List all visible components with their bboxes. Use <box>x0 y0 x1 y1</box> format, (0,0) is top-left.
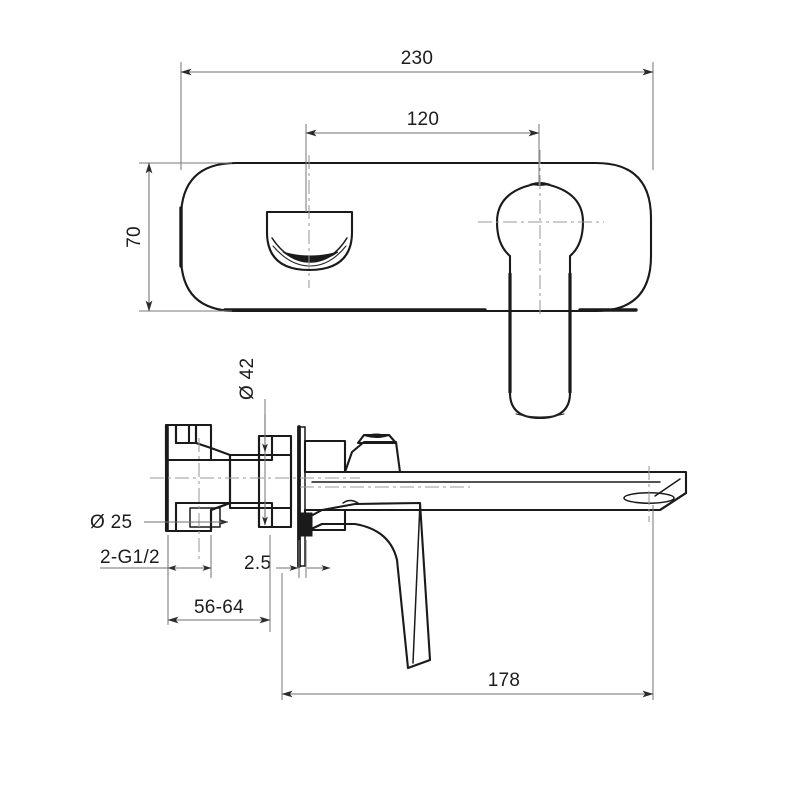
upper-connection-block <box>174 423 198 445</box>
lever-arm-pivot-detail <box>302 516 310 526</box>
lever-arm-side-outline <box>305 501 432 670</box>
aerator-outlet-outline <box>265 210 354 272</box>
dimension-plate-width: 230 <box>180 48 654 170</box>
aerator-outlet-shadow <box>282 251 339 262</box>
cartridge-cap-nub <box>364 433 389 438</box>
sleeve-collar-outline <box>257 434 293 529</box>
dimension-label-5664: 56-64 <box>194 597 244 618</box>
dimension-spout-reach: 178 <box>281 505 654 700</box>
thread-connection-block <box>174 501 232 533</box>
lever-arm-pivot-block <box>298 512 313 537</box>
aerator-outlet-inner <box>271 237 348 263</box>
lever-arm-inner-line <box>412 502 421 664</box>
dimension-label-178: 178 <box>488 670 521 691</box>
lever-handle-bottom-shade <box>515 413 565 418</box>
dimension-label-g12: 2-G1/2 <box>100 547 160 568</box>
dimension-label-230: 230 <box>401 48 434 69</box>
dimension-inlet-diameter: Ø 25 <box>90 512 229 533</box>
front-elevation-view <box>179 150 653 420</box>
mixer-body-upper <box>303 439 347 474</box>
dimension-body-diameter: Ø 42 <box>237 358 268 526</box>
side-section-view <box>150 423 688 670</box>
dimension-plate-height: 70 <box>124 162 232 312</box>
dimension-plate-thickness: 2.5 <box>244 540 331 578</box>
dimension-label-d42: Ø 42 <box>237 358 258 400</box>
cartridge-cap-outline <box>356 433 398 445</box>
sleeve-collar-lower-step <box>257 501 274 529</box>
cartridge-housing-outline <box>343 440 402 474</box>
dimension-label-70: 70 <box>124 226 145 248</box>
spout-tip-cut <box>658 491 688 512</box>
dimension-label-25: 2.5 <box>244 553 271 574</box>
dimension-label-d25: Ø 25 <box>90 512 132 533</box>
sleeve-collar-mid <box>228 453 293 510</box>
aerator-outlet-lip <box>272 245 347 267</box>
dimension-install-depth: 56-64 <box>167 535 271 632</box>
spout-underside-bump <box>342 499 359 504</box>
sleeve-collar-upper-step <box>257 434 274 462</box>
dimension-label-120: 120 <box>407 109 440 130</box>
dimension-handle-offset: 120 <box>305 109 540 212</box>
dimension-thread-spec: 2-G1/2 <box>100 535 212 578</box>
thread-connection-inner <box>189 507 221 528</box>
